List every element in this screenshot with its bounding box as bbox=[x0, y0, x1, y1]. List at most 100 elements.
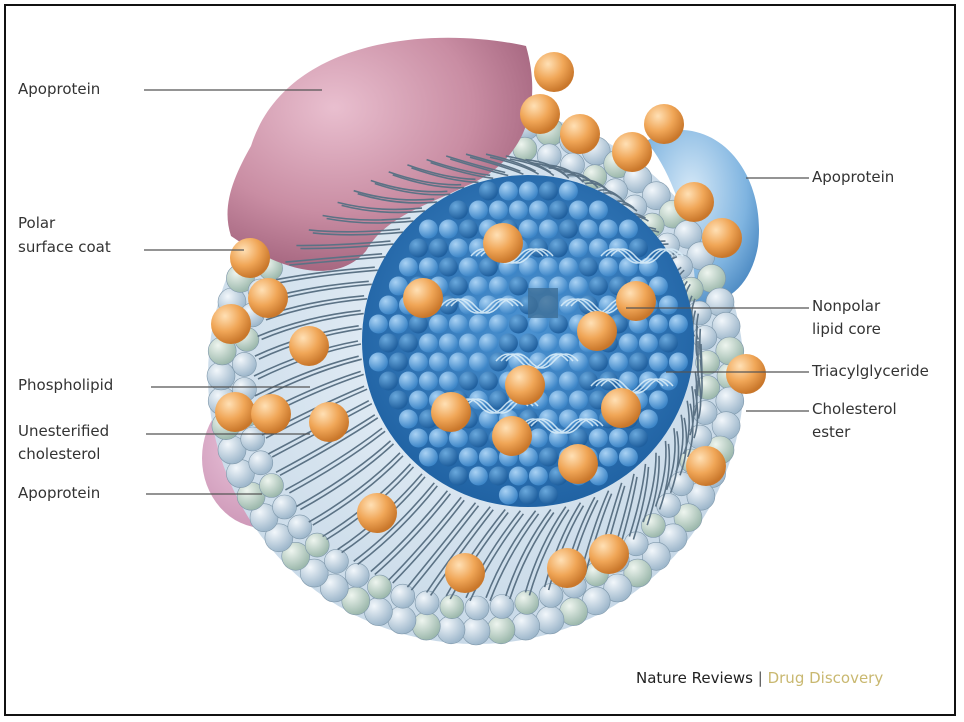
core-lipid-ball bbox=[649, 391, 668, 410]
phospholipid-head bbox=[487, 616, 515, 644]
core-lipid-ball bbox=[449, 353, 468, 372]
core-lipid-ball bbox=[569, 239, 588, 258]
cholesterol-ester-sphere bbox=[577, 311, 617, 351]
core-lipid-ball bbox=[419, 334, 438, 353]
core-lipid-ball bbox=[429, 239, 448, 258]
core-lipid-ball bbox=[659, 296, 678, 315]
unesterified-cholesterol-sphere bbox=[520, 94, 560, 134]
label-polar-surface-coat-line2: surface coat bbox=[18, 236, 111, 258]
core-lipid-ball bbox=[459, 220, 478, 239]
label-apoprotein-top-left: Apoprotein bbox=[18, 78, 100, 100]
phospholipid-head bbox=[412, 612, 440, 640]
phospholipid-head bbox=[536, 606, 564, 634]
core-lipid-ball bbox=[639, 410, 658, 429]
core-lipid-ball bbox=[539, 220, 558, 239]
label-cholesterol-ester-line2: ester bbox=[812, 421, 850, 443]
label-apoprotein-right: Apoprotein bbox=[812, 166, 894, 188]
core-lipid-ball bbox=[419, 372, 438, 391]
core-lipid-ball bbox=[469, 277, 488, 296]
core-center-marker bbox=[528, 288, 558, 318]
core-lipid-ball bbox=[539, 258, 558, 277]
unesterified-cholesterol-sphere bbox=[726, 354, 766, 394]
label-nonpolar-lipid-core-line2: lipid core bbox=[812, 318, 881, 340]
core-lipid-ball bbox=[389, 391, 408, 410]
core-lipid-ball bbox=[479, 334, 498, 353]
core-lipid-ball bbox=[469, 201, 488, 220]
core-lipid-ball bbox=[449, 201, 468, 220]
unesterified-cholesterol-sphere bbox=[289, 326, 329, 366]
core-lipid-ball bbox=[589, 353, 608, 372]
label-unesterified-cholesterol-line2: cholesterol bbox=[18, 443, 100, 465]
core-lipid-ball bbox=[389, 353, 408, 372]
core-lipid-ball bbox=[369, 315, 388, 334]
core-lipid-ball bbox=[519, 258, 538, 277]
core-lipid-ball bbox=[559, 220, 578, 239]
core-lipid-ball bbox=[669, 353, 688, 372]
unesterified-cholesterol-sphere bbox=[560, 114, 600, 154]
unesterified-cholesterol-sphere bbox=[357, 493, 397, 533]
core-lipid-ball bbox=[509, 315, 528, 334]
core-lipid-ball bbox=[409, 353, 428, 372]
unesterified-cholesterol-sphere bbox=[644, 104, 684, 144]
core-lipid-ball bbox=[649, 353, 668, 372]
core-lipid-ball bbox=[369, 353, 388, 372]
core-lipid-ball bbox=[629, 353, 648, 372]
core-lipid-ball bbox=[409, 429, 428, 448]
cholesterol-ester-sphere bbox=[483, 223, 523, 263]
unesterified-cholesterol-sphere bbox=[251, 394, 291, 434]
core-lipid-ball bbox=[569, 277, 588, 296]
core-lipid-ball bbox=[459, 448, 478, 467]
core-lipid-ball bbox=[609, 429, 628, 448]
core-lipid-ball bbox=[489, 277, 508, 296]
cholesterol-ester-sphere bbox=[505, 365, 545, 405]
unesterified-cholesterol-sphere bbox=[589, 534, 629, 574]
core-lipid-ball bbox=[489, 391, 508, 410]
phospholipid-head bbox=[345, 563, 369, 587]
unesterified-cholesterol-sphere bbox=[612, 132, 652, 172]
core-lipid-ball bbox=[519, 334, 538, 353]
cholesterol-ester-sphere bbox=[601, 388, 641, 428]
phospholipid-head bbox=[437, 616, 465, 644]
core-lipid-ball bbox=[509, 201, 528, 220]
core-lipid-ball bbox=[589, 429, 608, 448]
credit-journal: Drug Discovery bbox=[768, 669, 884, 687]
core-lipid-ball bbox=[489, 315, 508, 334]
credit-line: Nature Reviews | Drug Discovery bbox=[636, 669, 883, 687]
core-lipid-ball bbox=[399, 410, 418, 429]
core-lipid-ball bbox=[449, 315, 468, 334]
phospholipid-head bbox=[232, 352, 256, 376]
core-lipid-ball bbox=[469, 429, 488, 448]
phospholipid-head bbox=[512, 612, 540, 640]
core-lipid-ball bbox=[589, 239, 608, 258]
unesterified-cholesterol-sphere bbox=[534, 52, 574, 92]
core-lipid-ball bbox=[389, 315, 408, 334]
phospholipid-head bbox=[368, 575, 392, 599]
core-lipid-ball bbox=[529, 201, 548, 220]
core-lipid-ball bbox=[559, 258, 578, 277]
core-lipid-ball bbox=[439, 258, 458, 277]
phospholipid-head bbox=[440, 595, 464, 619]
phospholipid-head bbox=[539, 584, 563, 608]
core-lipid-ball bbox=[489, 467, 508, 486]
core-lipid-ball bbox=[559, 372, 578, 391]
phospholipid-head bbox=[288, 515, 312, 539]
phospholipid-head bbox=[305, 533, 329, 557]
core-lipid-ball bbox=[489, 201, 508, 220]
unesterified-cholesterol-sphere bbox=[702, 218, 742, 258]
core-lipid-ball bbox=[599, 220, 618, 239]
core-lipid-ball bbox=[599, 448, 618, 467]
credit-publication: Nature Reviews bbox=[636, 669, 753, 687]
core-lipid-ball bbox=[499, 334, 518, 353]
phospholipid-head bbox=[391, 584, 415, 608]
core-lipid-ball bbox=[619, 220, 638, 239]
core-lipid-ball bbox=[439, 334, 458, 353]
core-lipid-ball bbox=[589, 201, 608, 220]
core-lipid-ball bbox=[619, 448, 638, 467]
unesterified-cholesterol-sphere bbox=[686, 446, 726, 486]
label-triacylglyceride: Triacylglyceride bbox=[812, 360, 929, 382]
core-lipid-ball bbox=[519, 486, 538, 505]
core-lipid-ball bbox=[459, 258, 478, 277]
unesterified-cholesterol-sphere bbox=[230, 238, 270, 278]
label-apoprotein-bottom-left: Apoprotein bbox=[18, 482, 100, 504]
core-lipid-ball bbox=[599, 258, 618, 277]
